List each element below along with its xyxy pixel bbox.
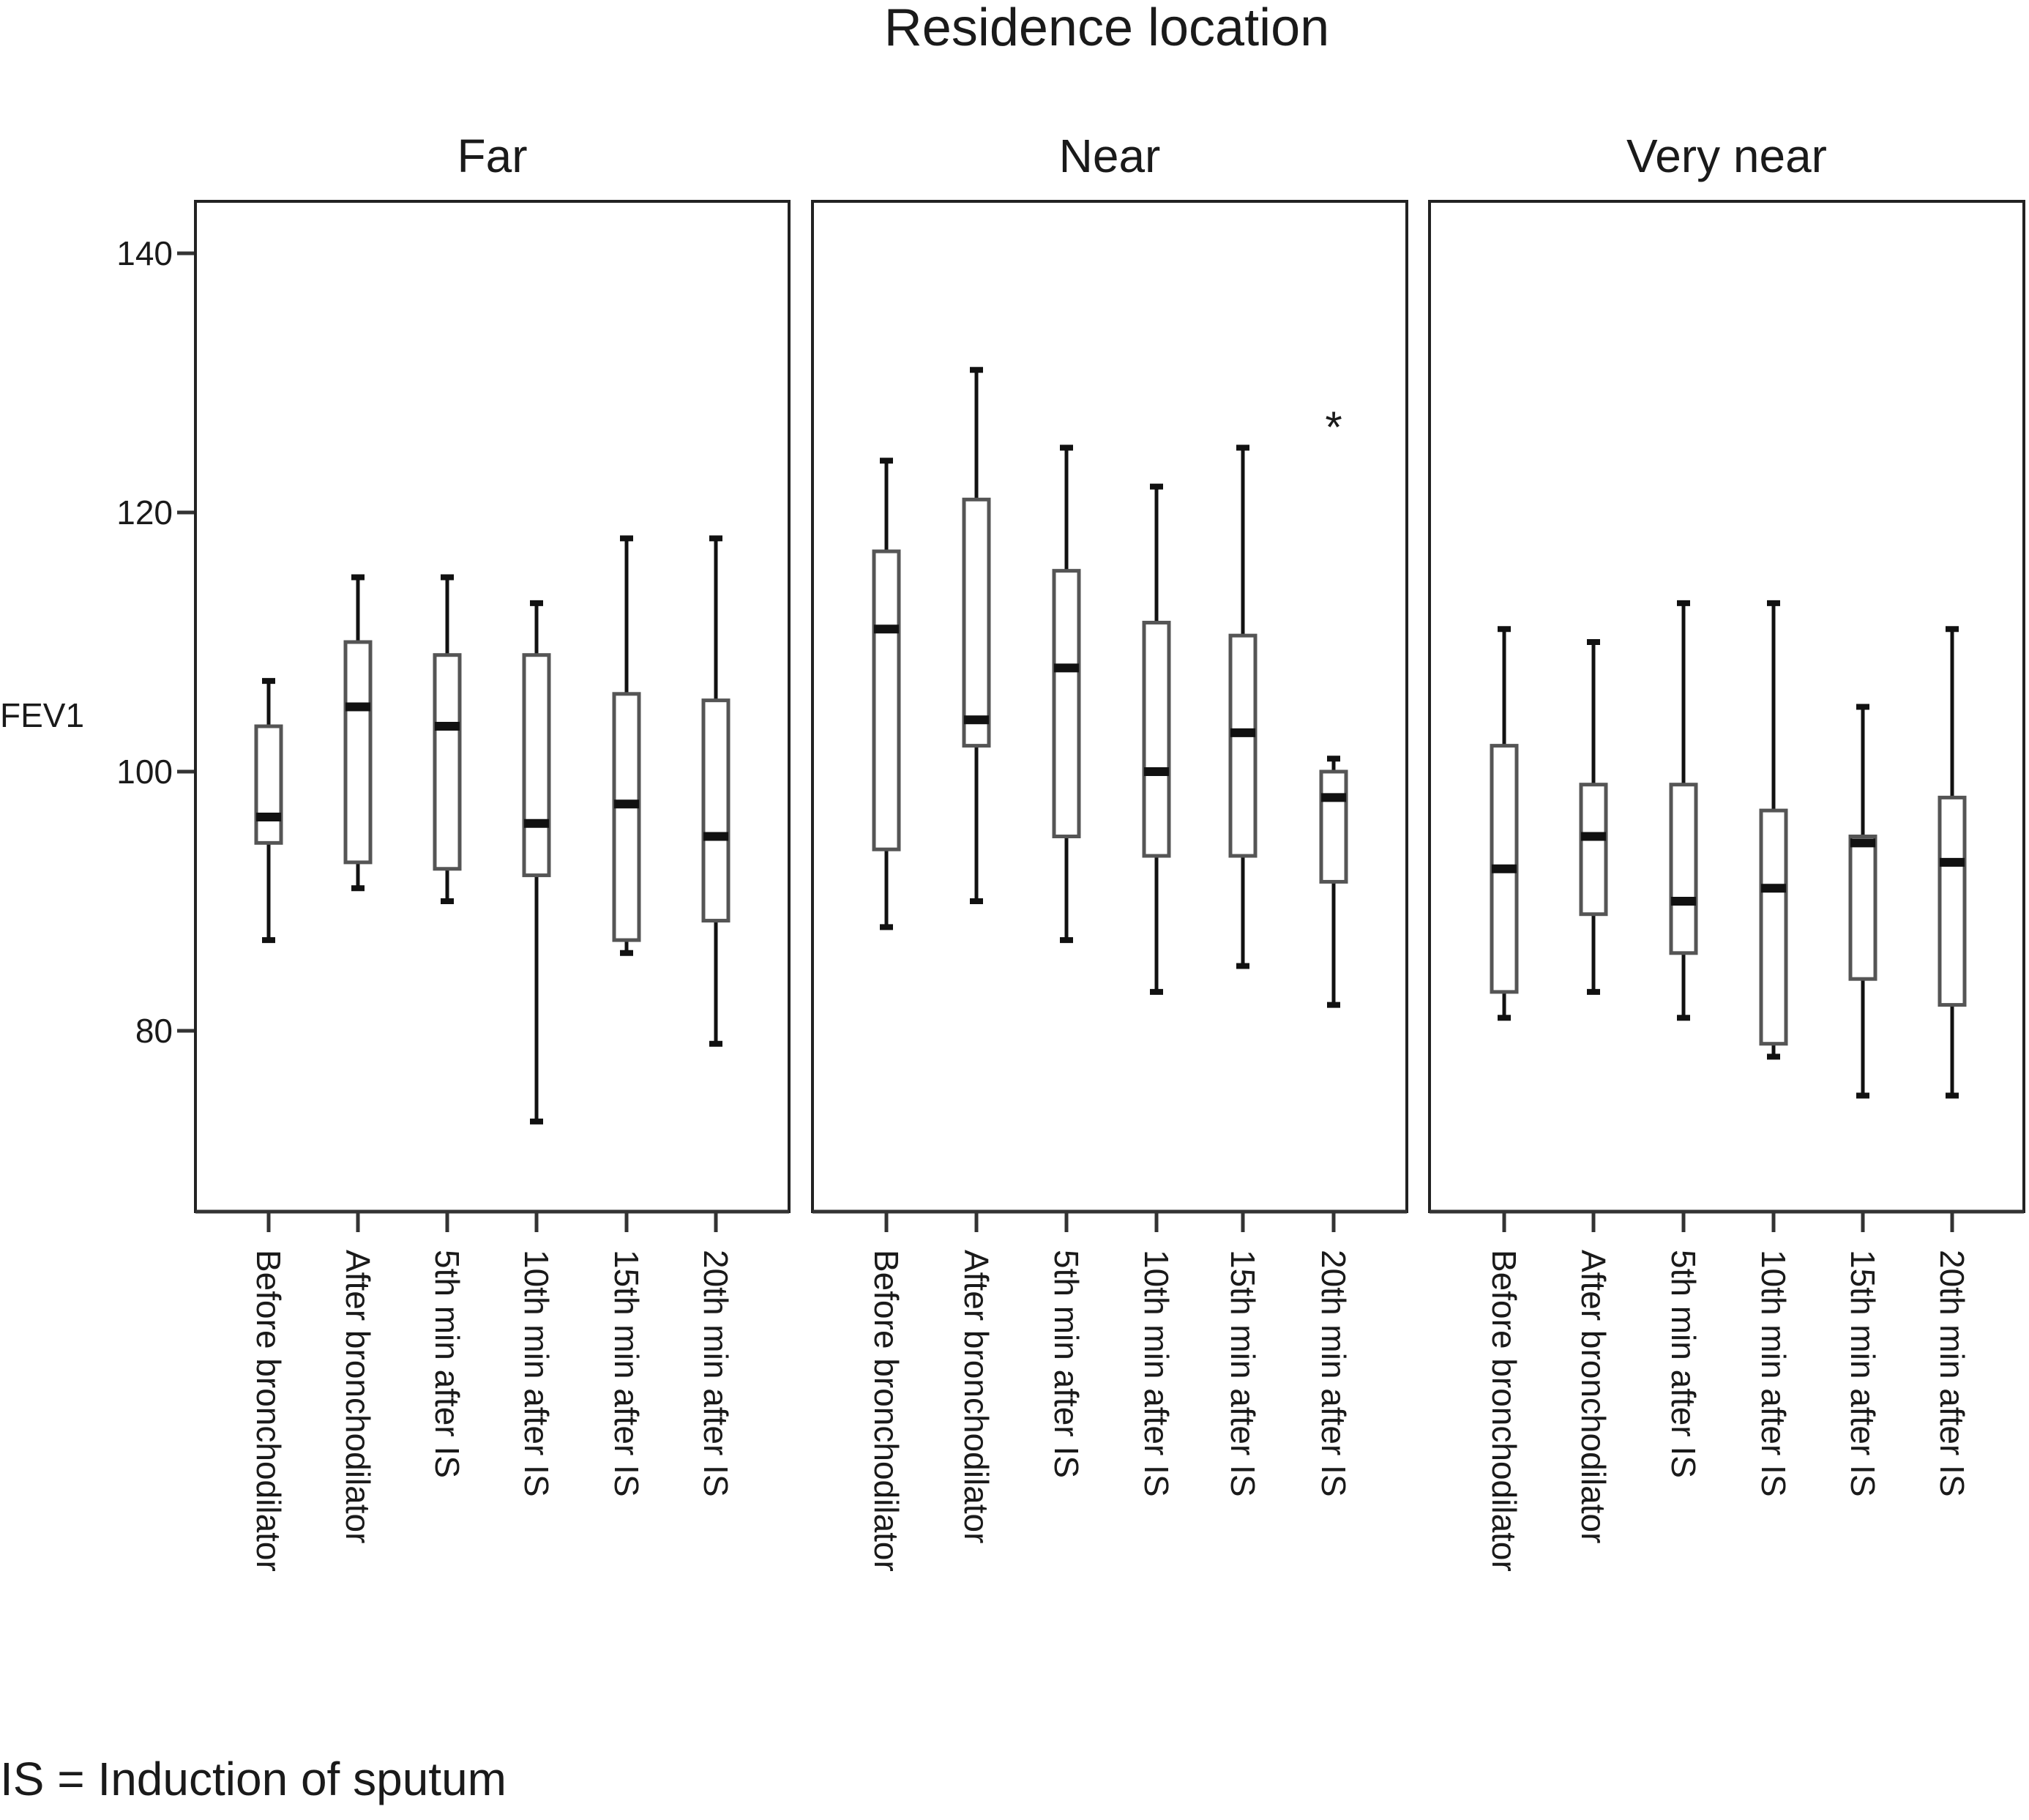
iqr-box [1319, 769, 1348, 884]
y-tick-label: 80 [135, 1012, 173, 1050]
x-tick-label: 10th min after IS [517, 1250, 556, 1497]
box-plot [1759, 600, 1788, 1060]
iqr-box [872, 549, 901, 851]
panel-title: Very near [1626, 130, 1827, 182]
box-plot [701, 535, 730, 1047]
x-tick-label: After bronchodilator [1574, 1250, 1613, 1543]
iqr-box [962, 497, 991, 748]
x-tick-label: 15th min after IS [1844, 1250, 1882, 1497]
iqr-box [254, 724, 283, 845]
outlier-marker: * [1325, 403, 1342, 452]
y-tick-label: 120 [116, 493, 173, 532]
iqr-box [1228, 633, 1258, 858]
box-plot [1490, 626, 1519, 1021]
box-plot [962, 367, 991, 904]
box-plot [522, 600, 551, 1125]
iqr-box [1759, 808, 1788, 1046]
box-plot [1142, 483, 1171, 995]
y-axis-label: FEV1 [0, 696, 84, 734]
y-axis: 80 100 120 140 [116, 234, 195, 1050]
x-tick-label: After bronchodilator [339, 1250, 377, 1543]
iqr-box [612, 692, 641, 942]
x-tick-label: 20th min after IS [1315, 1250, 1353, 1497]
x-tick-label: After bronchodilator [957, 1250, 995, 1543]
iqr-box [343, 640, 373, 865]
iqr-box [433, 653, 462, 871]
panel-frame [1428, 200, 2025, 1213]
x-tick-label: 20th min after IS [1933, 1250, 1971, 1497]
iqr-box [1669, 783, 1698, 955]
x-tick-label: 5th min after IS [1047, 1250, 1086, 1478]
panel-frame [811, 200, 1408, 1213]
x-tick-label: 10th min after IS [1755, 1250, 1793, 1497]
panel-frame [194, 200, 791, 1213]
iqr-box [522, 653, 551, 878]
panel-title: Far [457, 130, 528, 182]
box-plot [1938, 626, 1967, 1099]
iqr-box [1848, 835, 1877, 981]
box-plot [254, 678, 283, 944]
iqr-box [1052, 569, 1081, 839]
x-tick-label: Before bronchodilator [867, 1250, 905, 1572]
y-tick-label: 140 [116, 234, 173, 272]
x-tick-label: 15th min after IS [608, 1250, 646, 1497]
iqr-box [701, 698, 730, 923]
footnote: IS = Induction of sputum [0, 1753, 507, 1805]
iqr-box [1142, 620, 1171, 858]
y-tick-label: 100 [116, 753, 173, 791]
x-tick-label: Before bronchodilator [1485, 1250, 1523, 1572]
box-plot [433, 574, 462, 904]
box-plot [612, 535, 641, 956]
box-plot [1319, 756, 1348, 1008]
chart-title: Residence location [884, 0, 1329, 57]
x-tick-label: 5th min after IS [428, 1250, 466, 1478]
box-plot [343, 574, 373, 892]
box-plot [1669, 600, 1698, 1021]
box-plot [1579, 639, 1608, 995]
iqr-box [1938, 795, 1967, 1007]
iqr-box [1579, 783, 1608, 917]
box-plot [1228, 444, 1258, 969]
x-tick-label: 15th min after IS [1224, 1250, 1262, 1497]
x-tick-label: 20th min after IS [697, 1250, 735, 1497]
x-tick-label: 5th min after IS [1664, 1250, 1703, 1478]
box-plot [872, 458, 901, 930]
panel-title: Near [1059, 130, 1161, 182]
x-tick-label: Before bronchodilator [250, 1250, 288, 1572]
box-plot [1052, 444, 1081, 944]
box-plot [1848, 704, 1877, 1099]
x-tick-label: 10th min after IS [1137, 1250, 1176, 1497]
